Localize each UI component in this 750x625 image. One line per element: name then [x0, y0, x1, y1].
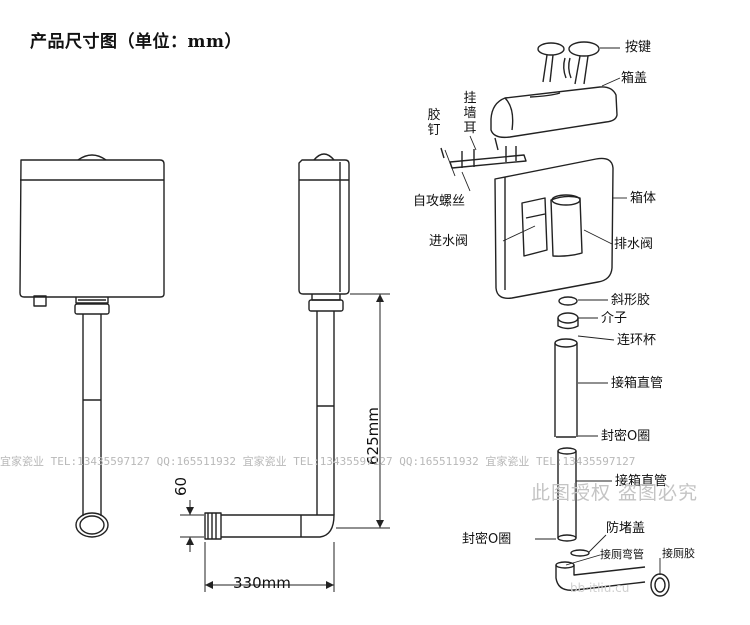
front-view-pipe [74, 303, 110, 538]
front-view-tank [19, 154, 165, 307]
label-inlet-valve: 进水阀 [429, 234, 469, 249]
exploded-wall-hanger [440, 137, 527, 169]
dimension-width-330: 330mm [233, 574, 291, 592]
watermark-copyright: 此图授权 盗图必究 [531, 482, 699, 504]
exploded-seals [557, 296, 579, 330]
label-self-tap-screw: 自攻螺丝 [413, 194, 466, 209]
label-straight-pipe-1: 接箱直管 [611, 376, 664, 391]
label-rubber-nail: 胶钉 [427, 108, 441, 138]
label-toilet-rubber: 接厕胶 [662, 547, 695, 560]
label-bevel-rubber: 斜形胶 [611, 293, 651, 308]
exploded-tank-body [494, 157, 614, 299]
watermark-contact-line: 宜家瓷业 TEL:13435597127 QQ:165511932 宜家瓷业 T… [0, 455, 636, 468]
label-tank-body: 箱体 [630, 191, 657, 206]
label-straight-pipe-2: 接箱直管 [615, 474, 668, 489]
dimension-offset-60: 60 [172, 476, 190, 496]
label-wall-hanger: 挂墙耳 [463, 91, 477, 136]
dimension-lines [180, 293, 390, 592]
exploded-buttons [537, 41, 600, 85]
label-seal-ring-1: 封密O圈 [601, 429, 651, 444]
exploded-elbow [555, 549, 670, 597]
leader-lines [444, 47, 661, 575]
exploded-pipes [554, 338, 578, 542]
label-seal-ring-2: 封密O圈 [462, 532, 512, 547]
page-title: 产品尺寸图（单位：mm） [30, 32, 242, 52]
label-dust-cap: 防堵盖 [606, 521, 646, 536]
label-connecting-cup: 连环杯 [617, 333, 657, 348]
label-toilet-elbow: 接厕弯管 [600, 548, 644, 561]
label-adapter: 介子 [601, 311, 628, 326]
label-drain-valve: 排水阀 [614, 237, 654, 252]
exploded-lid [490, 86, 618, 139]
side-view-tank [298, 153, 350, 301]
side-view-pipe [204, 299, 344, 540]
watermark-faint: bb·itliu.cu [570, 581, 630, 595]
label-lid: 箱盖 [621, 71, 648, 86]
label-button: 按键 [625, 40, 652, 55]
